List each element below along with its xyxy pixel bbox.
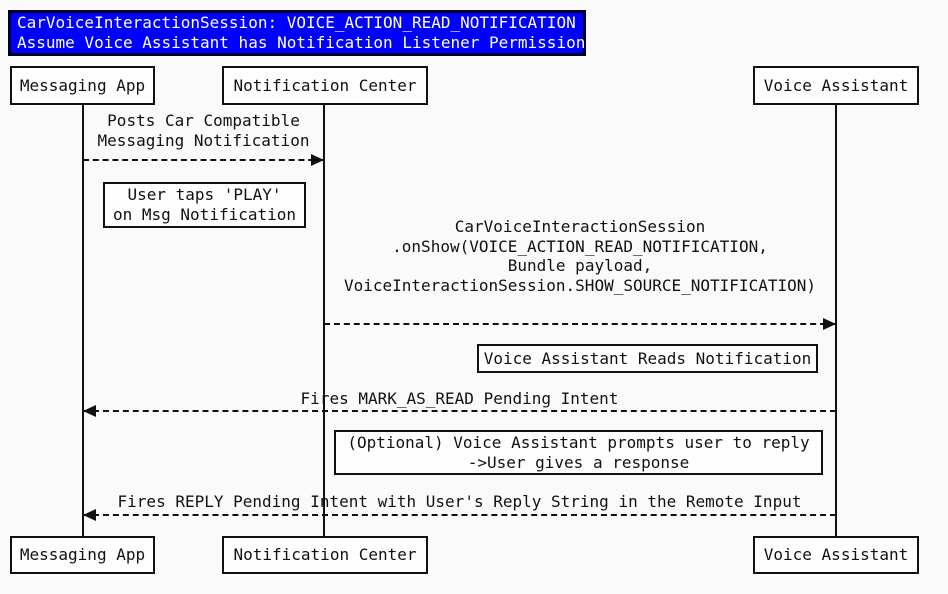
participant-label: Notification Center — [233, 545, 417, 564]
lifeline-notification-center — [323, 105, 325, 537]
message-label-reply-intent: Fires REPLY Pending Intent with User's R… — [117, 492, 802, 511]
participant-label: Messaging App — [19, 545, 146, 564]
message-arrow-onshow — [324, 323, 836, 325]
note-optional-reply-prompt: (Optional) Voice Assistant prompts user … — [334, 430, 823, 475]
participant-voice-assistant-top: Voice Assistant — [753, 66, 919, 105]
participant-label: Voice Assistant — [763, 545, 909, 564]
participant-label: Voice Assistant — [763, 75, 909, 95]
lifeline-voice-assistant — [835, 105, 837, 537]
participant-label: Messaging App — [19, 75, 146, 95]
message-label-posts-notification: Posts Car Compatible Messaging Notificat… — [97, 111, 310, 150]
participant-label: Notification Center — [233, 75, 417, 95]
message-arrow-mark-as-read — [83, 410, 836, 412]
message-arrow-posts-notification — [83, 159, 324, 161]
participant-notification-center-bottom: Notification Center — [222, 536, 428, 574]
participant-messaging-app-bottom: Messaging App — [10, 536, 155, 574]
participant-notification-center-top: Notification Center — [222, 66, 428, 105]
message-arrow-reply-intent — [83, 514, 836, 516]
message-label-onshow: CarVoiceInteractionSession .onShow(VOICE… — [343, 217, 816, 295]
diagram-title-line-1: CarVoiceInteractionSession: VOICE_ACTION… — [17, 13, 576, 32]
arrowhead-left-icon — [83, 405, 96, 417]
note-user-taps-play: User taps 'PLAY' on Msg Notification — [103, 182, 306, 228]
arrowhead-right-icon — [823, 318, 836, 330]
arrowhead-right-icon — [311, 154, 324, 166]
diagram-title-line-2: Assume Voice Assistant has Notification … — [17, 33, 586, 52]
lifeline-messaging-app — [82, 105, 84, 537]
participant-voice-assistant-bottom: Voice Assistant — [753, 536, 919, 574]
diagram-title: CarVoiceInteractionSession: VOICE_ACTION… — [8, 10, 586, 56]
message-label-mark-as-read: Fires MARK_AS_READ Pending Intent — [300, 389, 619, 408]
arrowhead-left-icon — [83, 509, 96, 521]
participant-messaging-app-top: Messaging App — [10, 66, 155, 105]
note-voice-assistant-reads: Voice Assistant Reads Notification — [477, 344, 818, 373]
